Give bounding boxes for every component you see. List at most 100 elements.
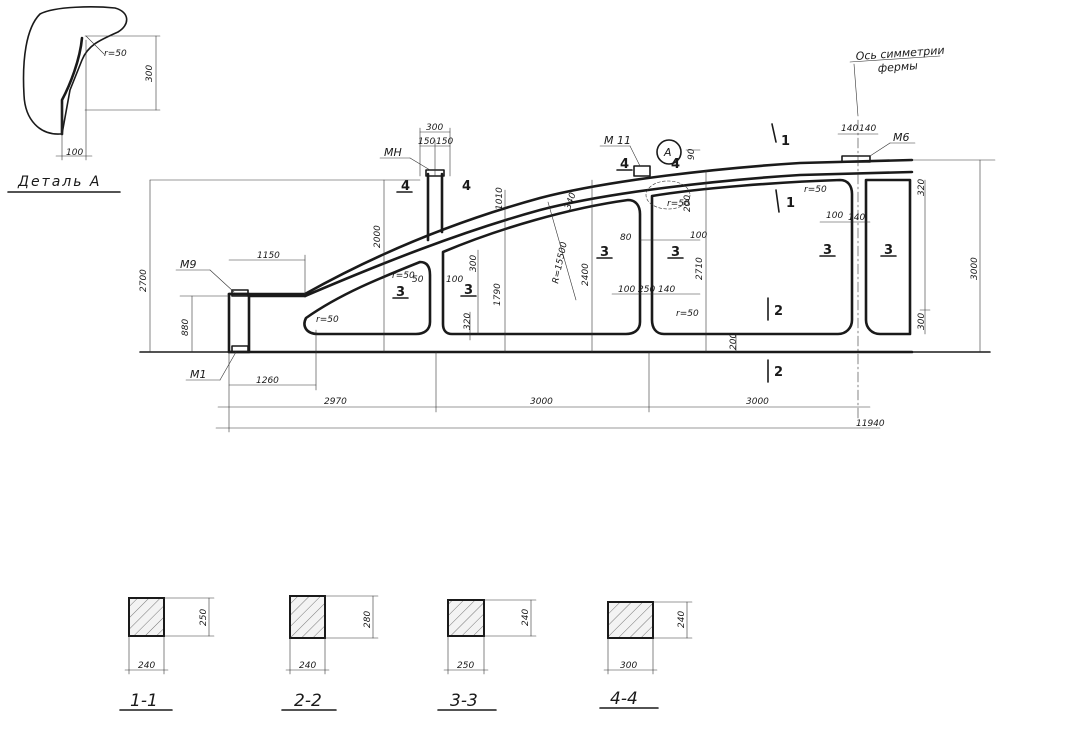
dim-300: 300: [469, 255, 479, 272]
dim-320: 320: [917, 179, 927, 196]
dim-150: 150: [436, 137, 453, 147]
section-1-1: 250 240 1-1: [119, 597, 215, 711]
element-number-4: 4: [671, 157, 680, 172]
dim-300: 300: [917, 313, 927, 330]
symmetry-axis-label: Ось симметрии: [855, 44, 945, 63]
element-number-3: 3: [396, 285, 405, 300]
section-2-2: 280 240 2-2: [281, 595, 379, 711]
section-label: 2-2: [294, 691, 322, 711]
dim-250: 250: [638, 285, 655, 295]
section-4-4: 240 300 4-4: [599, 601, 693, 709]
dim-880: 880: [181, 319, 191, 336]
dim-200: 200: [683, 195, 693, 212]
dim-140: 140: [848, 213, 865, 223]
dim-2710: 2710: [695, 257, 705, 280]
detail-a: r=50 300 100 Деталь А: [7, 6, 161, 193]
embedded-plate-m1: [231, 345, 249, 353]
dim-100: 100: [826, 211, 843, 221]
part-label-mn: МН: [384, 146, 402, 159]
opening-1: [303, 260, 432, 336]
dim-1010: 1010: [495, 187, 505, 210]
dim-2970: 2970: [324, 397, 347, 407]
dim-90: 90: [687, 148, 697, 160]
element-number-3: 3: [884, 243, 893, 258]
detail-a-dim-height: 300: [145, 65, 155, 82]
section-width: 300: [620, 661, 637, 671]
radius-label: r=50: [316, 315, 339, 325]
dim-2400: 2400: [581, 263, 591, 286]
detail-a-radius: r=50: [104, 49, 127, 59]
part-label-m9: М9: [180, 258, 197, 271]
radius-label: r=50: [392, 271, 415, 281]
dim-140: 140: [859, 124, 876, 134]
radius-label: r=50: [676, 309, 699, 319]
dim-2700: 2700: [139, 269, 149, 292]
section-width: 250: [457, 661, 474, 671]
dim-320: 320: [463, 313, 473, 330]
element-number-3: 3: [464, 283, 473, 298]
dim-100: 100: [618, 285, 635, 295]
section-height: 250: [199, 609, 209, 626]
part-label-m6: М6: [893, 131, 910, 144]
radius-label: r=50: [667, 199, 690, 209]
dim-200: 200: [729, 333, 739, 350]
top-chord-upper: [227, 158, 914, 296]
end-support-block: [227, 292, 251, 354]
dim-100: 100: [690, 231, 707, 241]
embedded-plate-m6: [841, 155, 871, 163]
section-width: 240: [299, 661, 316, 671]
detail-a-marker-label: A: [663, 146, 672, 159]
element-number-3: 3: [823, 243, 832, 258]
part-label-m11: М 11: [604, 134, 631, 147]
arc-radius-label: R=15500: [551, 241, 570, 285]
section-label: 1-1: [130, 691, 158, 711]
section-mark-1-top: 1: [781, 134, 790, 149]
section-mark-2-top: 2: [774, 304, 783, 319]
section-3-3: 240 250 3-3: [437, 599, 537, 711]
dim-150: 150: [418, 137, 435, 147]
dim-3000: 3000: [746, 397, 769, 407]
dim-300-top: 300: [426, 123, 443, 133]
section-height: 240: [677, 611, 687, 628]
section-label: 4-4: [610, 689, 638, 709]
dim-140: 140: [841, 124, 858, 134]
section-height: 240: [521, 609, 531, 626]
section-mark-2-bottom: 2: [774, 365, 783, 380]
dimension-lines: [149, 127, 996, 433]
truss-elevation: A 3 3 3 3 3 3 4 4 4 4 1 1 2 2 М9 М1: [139, 44, 996, 433]
radius-label: r=50: [804, 185, 827, 195]
element-number-4: 4: [462, 179, 471, 194]
cross-sections: 250 240 1-1 280 240 2-2: [119, 595, 693, 711]
opening-3: [650, 178, 854, 336]
dim-50: 50: [412, 275, 424, 285]
dim-140: 140: [658, 285, 675, 295]
element-number-4: 4: [401, 179, 410, 194]
detail-a-dim-width: 100: [66, 148, 83, 158]
dim-1790: 1790: [493, 283, 503, 306]
opening-4: [864, 178, 912, 336]
opening-2: [441, 198, 642, 336]
dim-3000: 3000: [530, 397, 553, 407]
element-number-3: 3: [671, 245, 680, 260]
embedded-plate-m11: [633, 165, 651, 177]
dim-11940: 11940: [856, 419, 885, 429]
symmetry-axis-label-2: фермы: [877, 59, 918, 75]
section-label: 3-3: [450, 691, 478, 711]
detail-a-corner: [60, 36, 84, 136]
section-mark-1-bottom: 1: [786, 196, 795, 211]
element-number-4: 4: [620, 157, 629, 172]
dim-80: 80: [620, 233, 632, 243]
detail-a-marker: [656, 139, 682, 165]
dim-100: 100: [446, 275, 463, 285]
part-label-m1: М1: [190, 368, 207, 381]
detail-a-title: Деталь А: [17, 174, 102, 190]
section-width: 240: [138, 661, 155, 671]
dim-3000: 3000: [970, 257, 980, 280]
dim-2000: 2000: [373, 225, 383, 248]
element-number-3: 3: [600, 245, 609, 260]
dim-1260: 1260: [256, 376, 279, 386]
section-height: 280: [363, 611, 373, 628]
top-chord-lower: [303, 170, 914, 298]
detail-a-outline: [22, 6, 128, 135]
